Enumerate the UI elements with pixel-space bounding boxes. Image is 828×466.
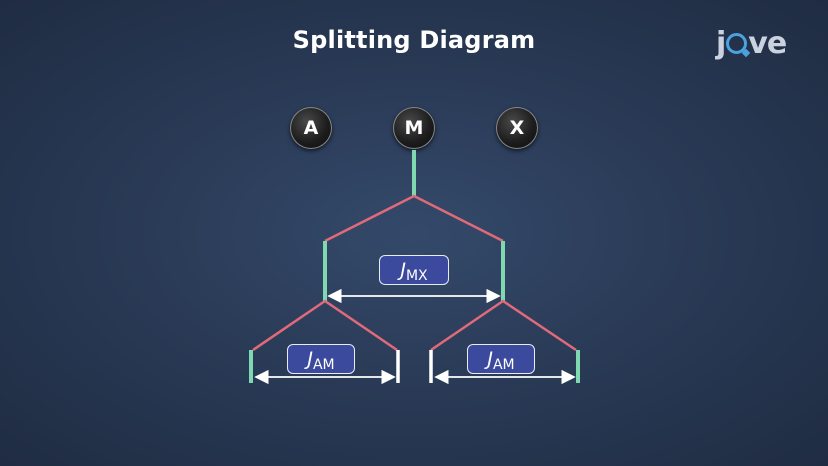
logo-letters-ve: ve: [748, 26, 787, 61]
logo-speech-bubble-icon: [726, 33, 748, 54]
coupling-label-jam-left: JAM: [287, 344, 355, 374]
coupling-subscript: AM: [492, 357, 515, 373]
diagram-title: Splitting Diagram: [292, 26, 536, 54]
coupling-subscript: MX: [405, 268, 428, 284]
coupling-subscript: AM: [312, 357, 335, 373]
logo-letter-j: j: [716, 26, 726, 61]
nucleus-m: M: [393, 107, 435, 149]
nucleus-x: X: [496, 107, 538, 149]
nucleus-a: A: [290, 107, 332, 149]
am-right-split-branches: [430, 299, 577, 352]
coupling-symbol: J: [307, 348, 313, 370]
am-left-split-branches: [252, 299, 398, 352]
coupling-label-jmx: JMX: [379, 255, 449, 285]
coupling-label-jam-right: JAM: [467, 344, 535, 374]
mx-split-branches: [324, 194, 504, 243]
coupling-symbol: J: [487, 348, 493, 370]
coupling-symbol: J: [400, 259, 406, 281]
